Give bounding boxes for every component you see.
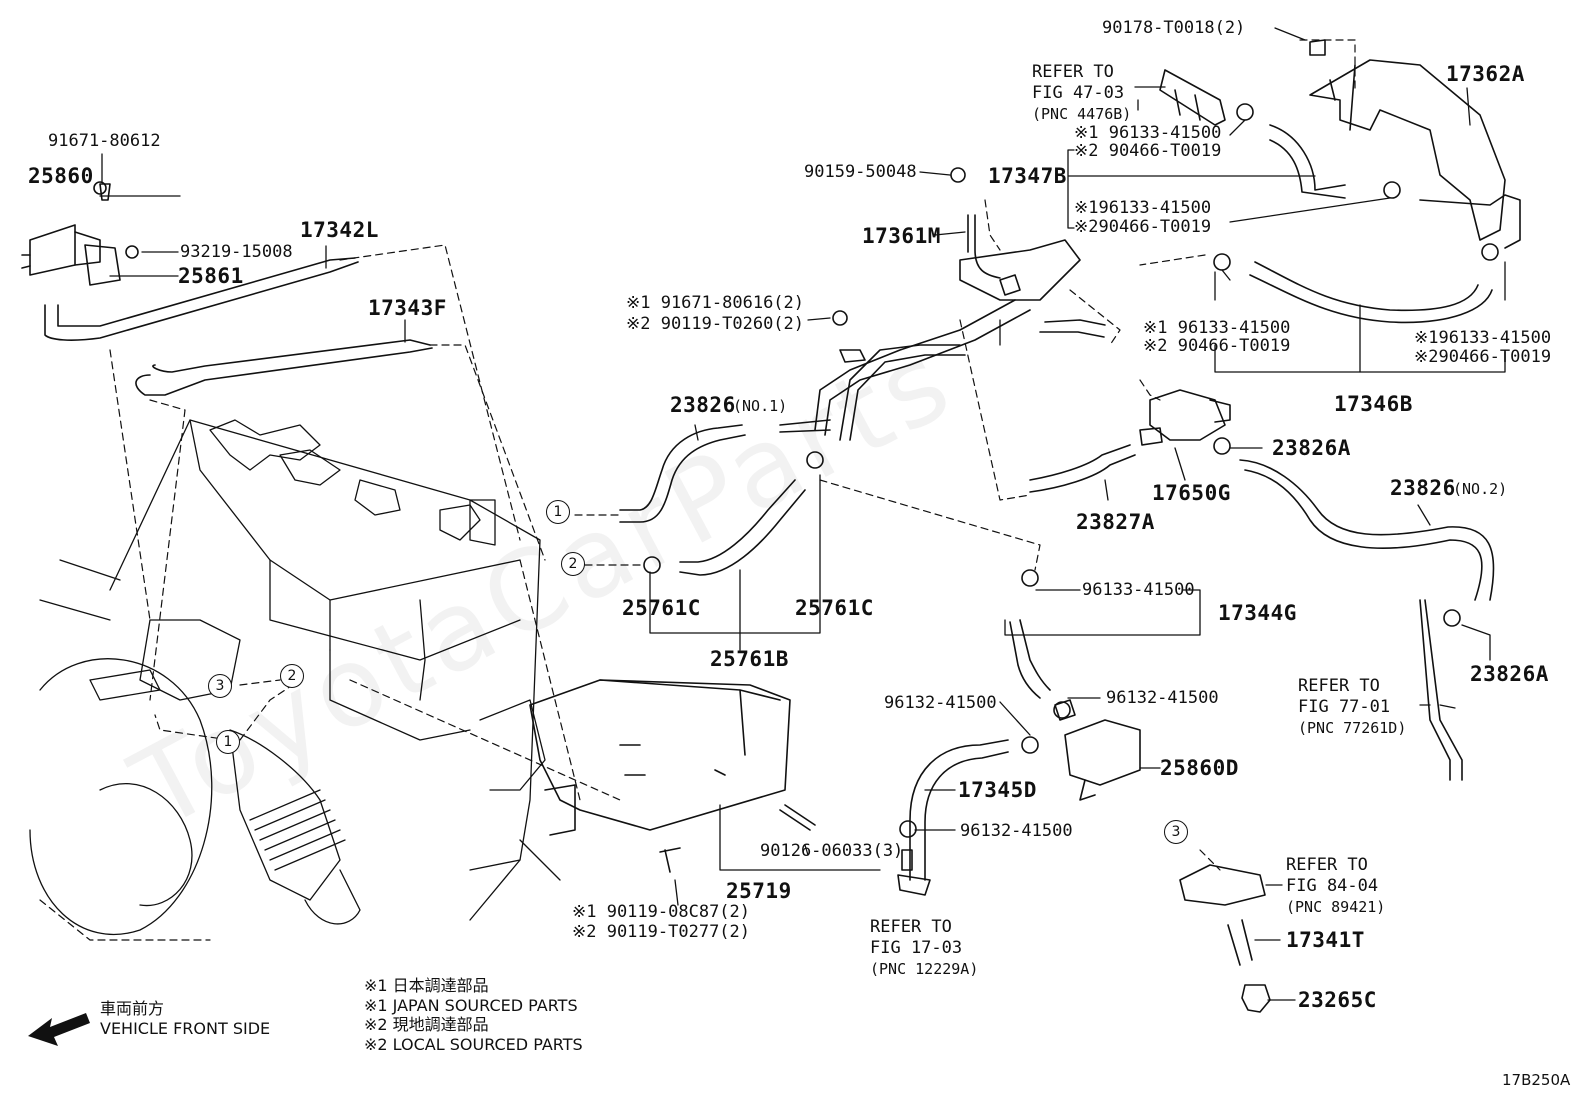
part-note: (NO.1) <box>733 397 788 415</box>
part-note: (NO.2) <box>1453 480 1508 498</box>
part-label: ※2 90119-T0260(2) <box>626 314 805 334</box>
legend-line-1: ※1 日本調達部品 <box>364 976 489 995</box>
part-label: ※290466-T0019 <box>1414 347 1552 367</box>
part-label: 25719 <box>726 879 792 903</box>
part-label: 90178-T0018(2) <box>1102 18 1246 38</box>
diagram-code: 17B250A <box>1502 1071 1571 1089</box>
part-label: 23265C <box>1298 988 1377 1012</box>
part-label: 17362A <box>1446 62 1525 86</box>
part-label: 17341T <box>1286 928 1365 952</box>
part-label: 96132-41500 <box>1106 688 1219 708</box>
legend-line-3: ※2 現地調達部品 <box>364 1015 489 1034</box>
pipe-90178 <box>1159 39 1326 126</box>
valve-25860 <box>21 183 121 286</box>
legend-line-2: ※1 JAPAN SOURCED PARTS <box>364 996 578 1015</box>
part-label: 17343F <box>368 296 447 320</box>
callout-1-engine: 1 <box>216 730 240 754</box>
valve-25860D <box>1054 699 1141 801</box>
part-label: 17346B <box>1334 392 1413 416</box>
callout-2-engine: 2 <box>280 664 304 688</box>
part-label: 96132-41500 <box>884 693 997 713</box>
callout-1: 1 <box>546 500 570 524</box>
arrow-left-icon <box>28 1013 90 1046</box>
part-label: 17361M <box>862 224 941 248</box>
part-label: 25761C <box>622 596 701 620</box>
part-label: ※1 96133-41500 <box>1074 123 1222 143</box>
bracket-17362A <box>1309 59 1521 249</box>
canister-25719 <box>529 679 816 873</box>
part-label: 96133-41500 <box>1082 580 1195 600</box>
part-label: ※1 96133-41500 <box>1143 318 1291 338</box>
part-label: 93219-15008 <box>180 242 293 262</box>
part-label: 23826 <box>1390 476 1456 500</box>
part-label: 25761B <box>710 647 789 671</box>
part-label: 17344G <box>1218 601 1297 625</box>
part-label: 17347B <box>988 164 1067 188</box>
part-label: ※196133-41500 <box>1414 328 1552 348</box>
part-label: ※2 90119-T0277(2) <box>572 922 751 942</box>
pipe-assembly <box>779 214 1106 441</box>
part-label: ※2 90466-T0019 <box>1143 336 1291 356</box>
solid-leaders <box>99 27 1506 1001</box>
callout-3: 3 <box>1164 820 1188 844</box>
part-label: ※290466-T0019 <box>1074 217 1212 237</box>
part-label: 25761C <box>795 596 874 620</box>
engine-block <box>29 419 561 936</box>
part-label: 17650G <box>1152 481 1231 505</box>
valve-17650G <box>1139 389 1231 446</box>
part-label: 90126-06033(3) <box>760 841 904 861</box>
part-label: 17342L <box>300 218 379 242</box>
part-label: 23826A <box>1272 436 1351 460</box>
sensor-bracket <box>897 849 1271 1013</box>
part-label: ※1 91671-80616(2) <box>626 293 805 313</box>
part-label: 25860 <box>28 164 94 188</box>
callout-2: 2 <box>561 552 585 576</box>
part-label: 25860D <box>1160 756 1239 780</box>
part-label: 23826 <box>670 393 736 417</box>
vehicle-front-label: VEHICLE FRONT SIDE <box>100 1019 271 1038</box>
part-label: 23827A <box>1076 510 1155 534</box>
part-label: ※2 90466-T0019 <box>1074 141 1222 161</box>
vehicle-front-label-jp: 車両前方 <box>100 999 165 1018</box>
legend-line-4: ※2 LOCAL SOURCED PARTS <box>364 1035 583 1054</box>
hoses <box>44 124 1495 966</box>
part-label: 91671-80612 <box>48 131 161 151</box>
callout-3-engine: 3 <box>208 674 232 698</box>
part-label: 23826A <box>1470 662 1549 686</box>
part-label: ※196133-41500 <box>1074 198 1212 218</box>
part-label: ※1 90119-08C87(2) <box>572 902 751 922</box>
part-label: 96132-41500 <box>960 821 1073 841</box>
part-label: 17345D <box>958 778 1037 802</box>
part-label: 25861 <box>178 264 244 288</box>
part-label: 90159-50048 <box>804 162 917 182</box>
